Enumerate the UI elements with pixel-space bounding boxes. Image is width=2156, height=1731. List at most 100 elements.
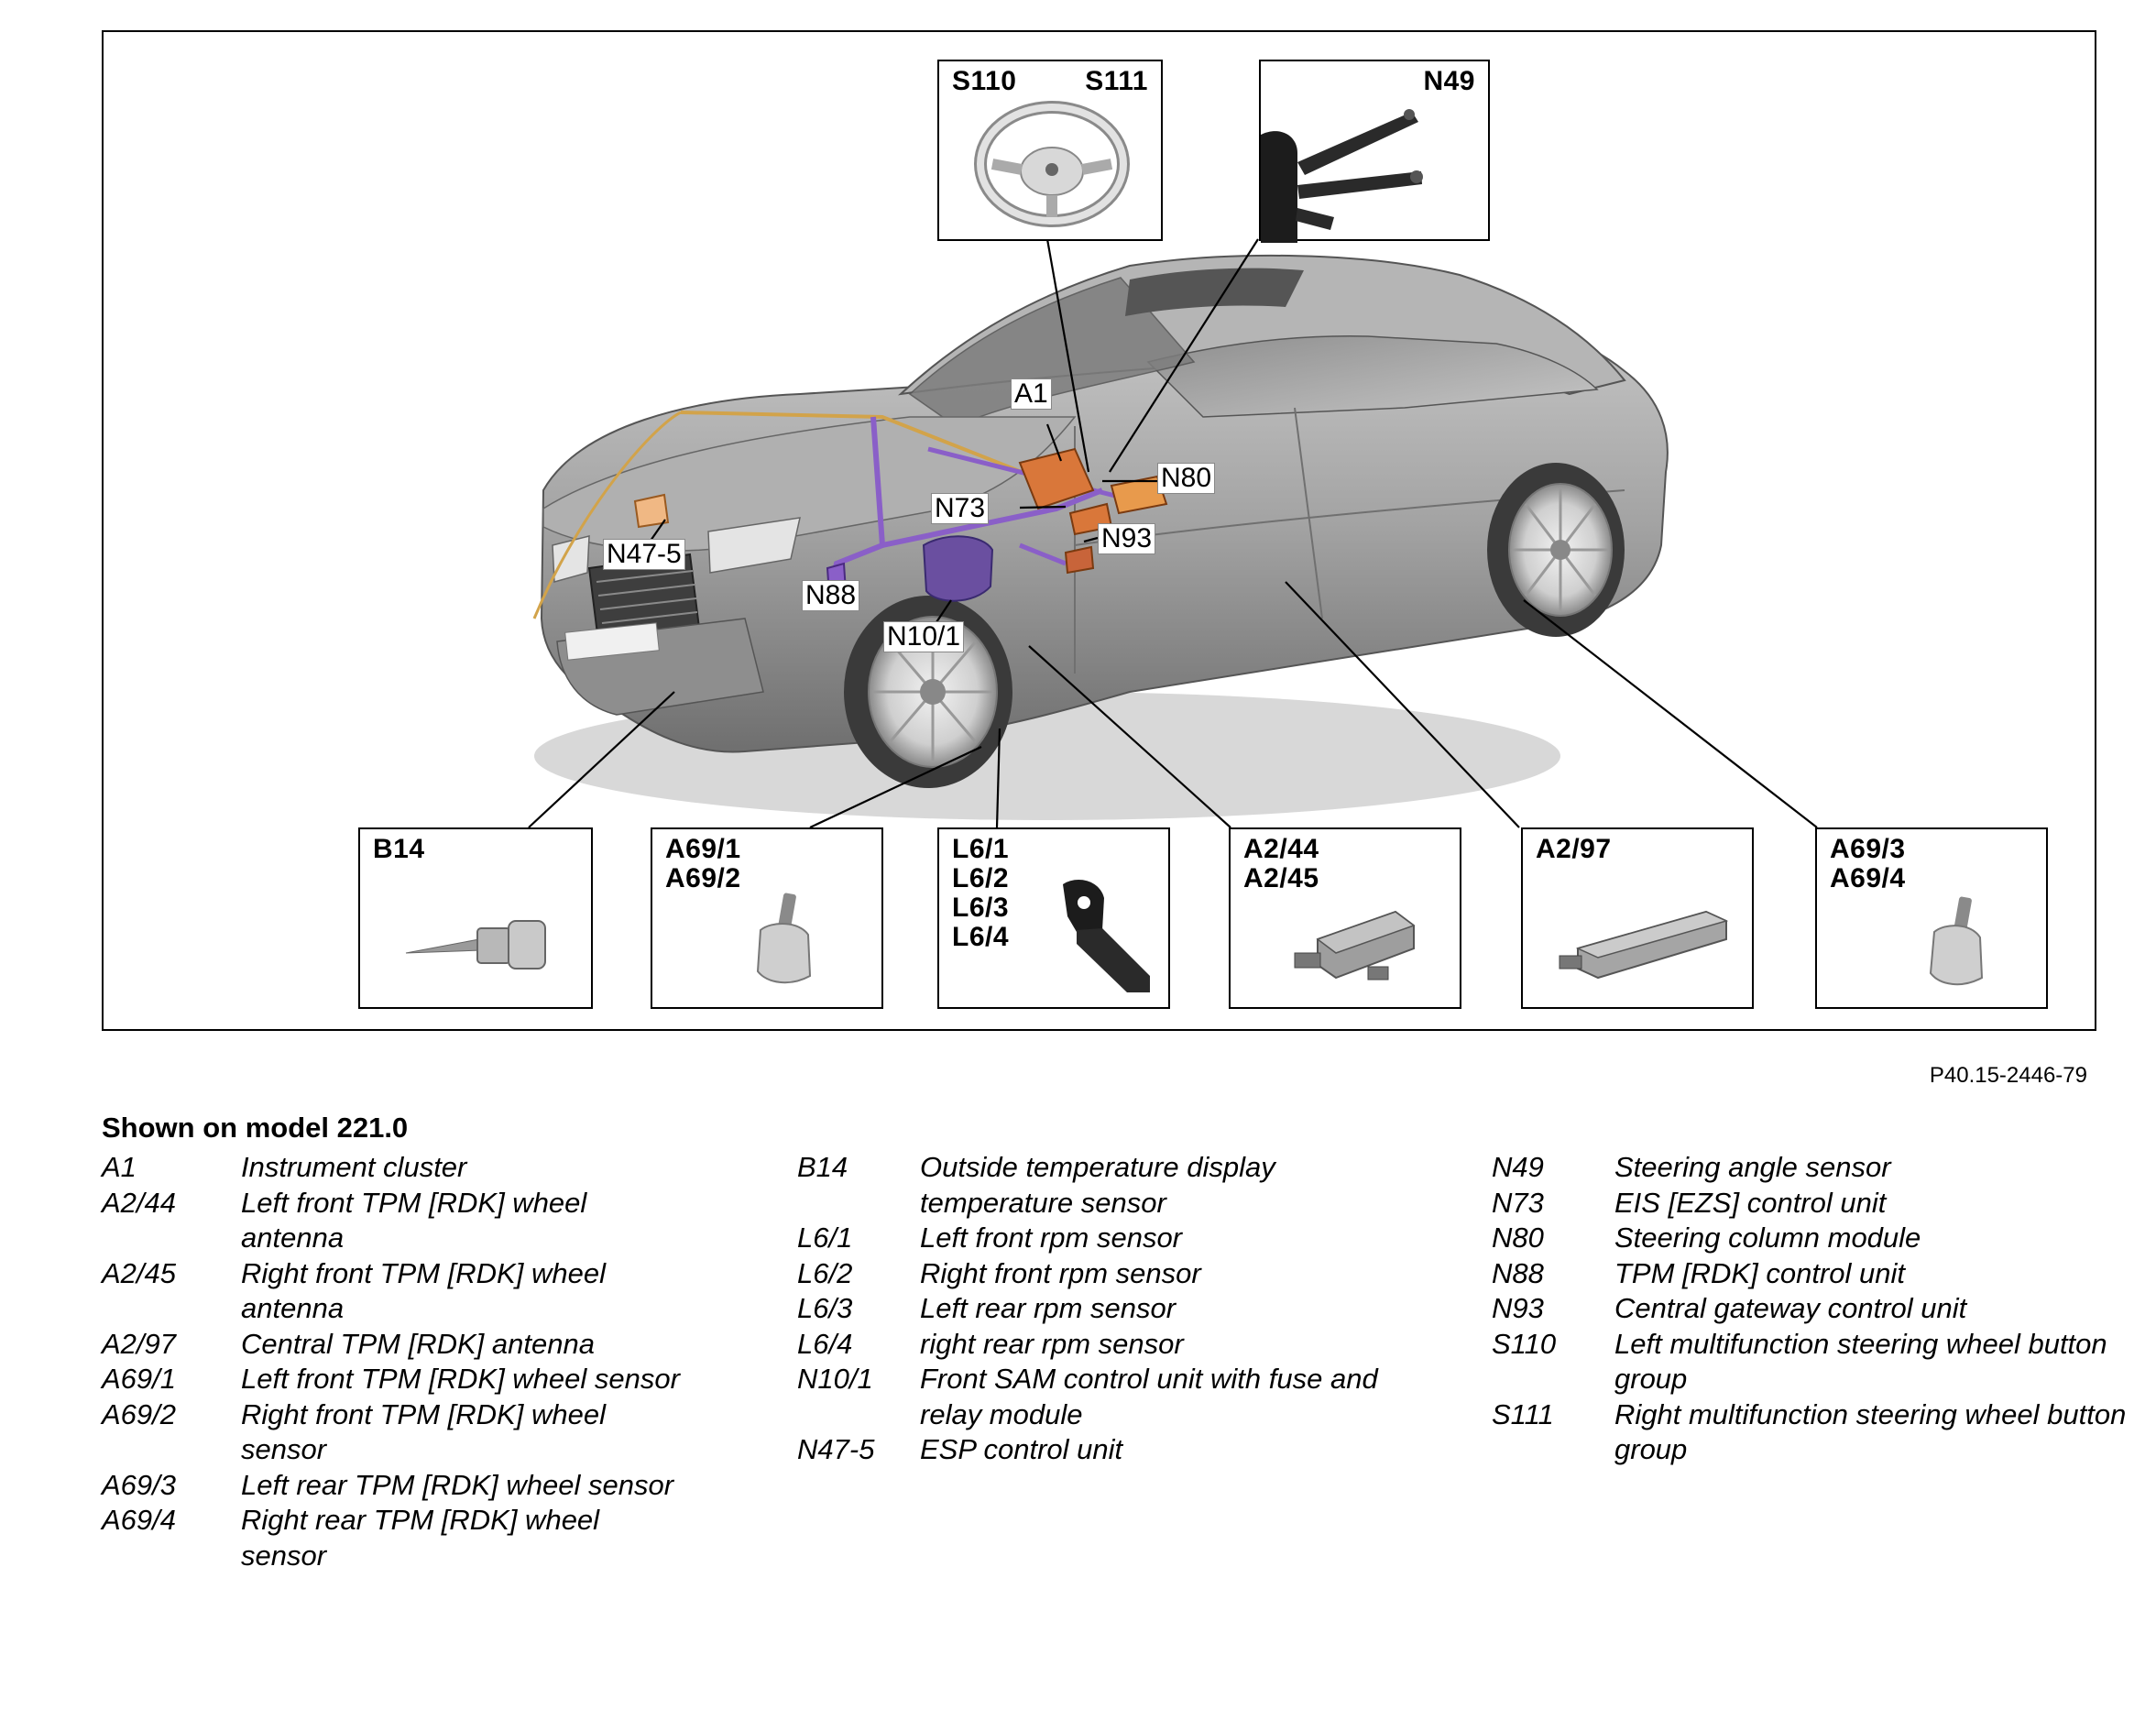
detail-box-a69-front: A69/1 A69/2 (651, 827, 883, 1009)
callout-n93: N93 (1098, 523, 1156, 554)
legend-row: B14 Outside temperature display temperatu… (797, 1150, 1384, 1221)
instrument-cluster-a1 (1018, 447, 1095, 510)
box-label-n49: N49 (1423, 66, 1475, 96)
legend-code: A2/45 (102, 1256, 177, 1289)
legend-row: A69/4 Right rear TPM [RDK] wheel sensor (102, 1503, 688, 1573)
tire-pressure-sensor-icon (756, 893, 812, 984)
legend-row: A69/3 Left rear TPM [RDK] wheel sensor (102, 1468, 688, 1504)
rpm-sensor-icon (1063, 880, 1150, 992)
legend-row: A69/2 Right front TPM [RDK] wheel sensor (102, 1397, 688, 1468)
legend-description: TPM [RDK] control unit (1614, 1256, 1905, 1289)
legend-row: S110 Left multifunction steering wheel bu… (1492, 1327, 2133, 1397)
legend-description: Left multifunction steering wheel button… (1614, 1327, 2107, 1396)
leader-lines (528, 238, 1818, 828)
component-location-figure: S110 S111 N49 A1 N80 N73 N93 N47-5 N88 N… (102, 30, 2096, 1031)
legend-code: A69/2 (102, 1397, 177, 1430)
front-sam-unit-n10-1 (922, 535, 994, 602)
legend-row: A69/1 Left front TPM [RDK] wheel sensor (102, 1362, 688, 1397)
legend-description: Front SAM control unit with fuse and rel… (920, 1363, 1378, 1430)
legend-row: S111 Right multifunction steering wheel b… (1492, 1397, 2133, 1468)
box-label-s111: S111 (1085, 66, 1148, 96)
box-label-a2-97: A2/97 (1536, 834, 1612, 864)
legend-row: L6/1 Left front rpm sensor (797, 1221, 1384, 1256)
legend-code: N88 (1492, 1256, 1544, 1289)
legend-row: A2/44 Left front TPM [RDK] wheel antenna (102, 1186, 688, 1256)
legend-description: Left rear rpm sensor (920, 1292, 1176, 1324)
callout-a1: A1 (1011, 378, 1052, 410)
car-side-windows (1146, 335, 1599, 418)
legend-description: Central gateway control unit (1614, 1292, 1967, 1324)
legend-code: N47-5 (797, 1433, 875, 1465)
steering-column-stalk-icon (1261, 109, 1423, 243)
temperature-sensor-icon (405, 920, 546, 970)
tire-pressure-sensor-icon (1929, 896, 1984, 986)
esp-control-unit-n47-5 (633, 493, 670, 529)
figure-reference: P40.15-2446-79 (1929, 1063, 2087, 1088)
legend-description: Right front TPM [RDK] wheel antenna (241, 1256, 606, 1325)
legend-description: Right multifunction steering wheel butto… (1614, 1397, 2127, 1466)
legend-code: A69/3 (102, 1468, 177, 1501)
legend-code: N10/1 (797, 1363, 873, 1395)
detail-box-steering-stalk: N49 (1259, 60, 1490, 243)
legend-code: N73 (1492, 1186, 1544, 1219)
callout-n10-1: N10/1 (883, 621, 965, 652)
legend-code: B14 (797, 1151, 848, 1183)
box-label-a69-front: A69/1 A69/2 (665, 834, 741, 893)
steering-column-module-n80 (1110, 475, 1168, 515)
legend-code: S110 (1492, 1327, 1557, 1360)
detail-box-a2-97: A2/97 (1521, 827, 1754, 1009)
legend-description: Left rear TPM [RDK] wheel sensor (241, 1468, 674, 1501)
legend-description: Left front TPM [RDK] wheel sensor (241, 1363, 680, 1395)
legend-code: S111 (1492, 1397, 1554, 1430)
legend-code: A69/4 (102, 1504, 177, 1536)
legend-row: N80 Steering column module (1492, 1221, 2133, 1256)
box-label-b14: B14 (373, 834, 425, 864)
detail-box-a2-44: A2/44 A2/45 (1229, 827, 1461, 1009)
rear-wheel (1487, 463, 1625, 637)
legend-description: Right rear TPM [RDK] wheel sensor (241, 1504, 600, 1572)
legend-title: Shown on model 221.0 (102, 1112, 409, 1144)
legend-code: L6/4 (797, 1327, 853, 1360)
box-label-a2-44: A2/44 A2/45 (1243, 834, 1319, 893)
legend-column-2: B14 Outside temperature display temperatu… (797, 1150, 1384, 1468)
callout-n88: N88 (802, 580, 860, 611)
license-plate (564, 622, 660, 661)
legend-description: Instrument cluster (241, 1151, 467, 1183)
legend-code: A69/1 (102, 1363, 177, 1395)
car-sunroof (1125, 268, 1304, 316)
legend-code: N80 (1492, 1222, 1544, 1254)
legend-description: Left front TPM [RDK] wheel antenna (241, 1186, 587, 1254)
detail-box-l6: L6/1 L6/2 L6/3 L6/4 (937, 827, 1170, 1009)
legend-description: Right front rpm sensor (920, 1256, 1201, 1289)
callout-n47-5: N47-5 (603, 539, 685, 570)
legend-description: Right front TPM [RDK] wheel sensor (241, 1397, 606, 1466)
callout-n80: N80 (1157, 463, 1216, 494)
legend-code: N93 (1492, 1292, 1544, 1324)
wheel-antenna-icon (1294, 910, 1416, 981)
car-headlight-right (707, 517, 801, 574)
legend-description: Left front rpm sensor (920, 1222, 1183, 1254)
legend-row: N88 TPM [RDK] control unit (1492, 1256, 2133, 1292)
legend-code: L6/1 (797, 1222, 853, 1254)
box-label-a69-rear: A69/3 A69/4 (1830, 834, 1906, 893)
legend-code: L6/2 (797, 1256, 853, 1289)
legend-description: Steering column module (1614, 1222, 1921, 1254)
detail-box-b14: B14 (358, 827, 593, 1009)
callout-n73: N73 (931, 493, 990, 524)
legend-description: Central TPM [RDK] antenna (241, 1327, 595, 1360)
car-headlight-left (552, 535, 590, 583)
detail-box-steering-wheel: S110 S111 (937, 60, 1163, 241)
detail-box-a69-rear: A69/3 A69/4 (1815, 827, 2048, 1009)
box-label-s110: S110 (952, 66, 1017, 96)
legend-description: Outside temperature display temperature … (920, 1151, 1275, 1219)
legend-code: A2/44 (102, 1186, 177, 1219)
legend-row: A2/45 Right front TPM [RDK] wheel antenna (102, 1256, 688, 1327)
legend-row: N93 Central gateway control unit (1492, 1291, 2133, 1327)
